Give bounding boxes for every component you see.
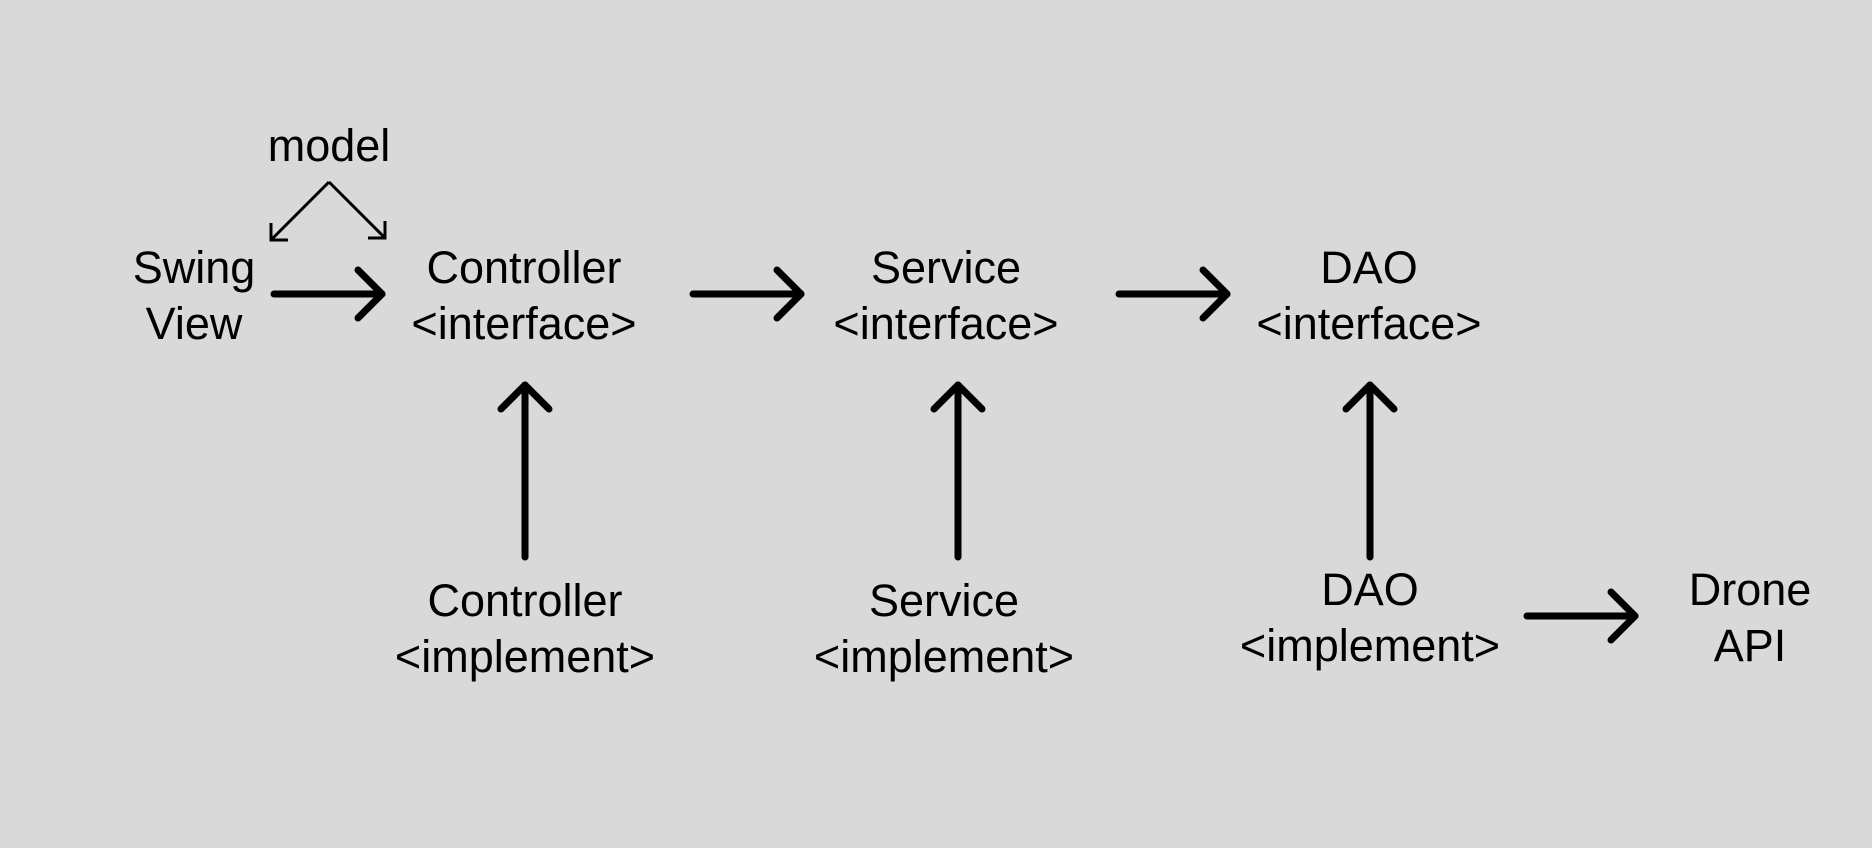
service-implement-label-line2: <implement> xyxy=(813,631,1075,682)
dao-implement-to-drone-api-arrow xyxy=(1523,588,1639,644)
service-interface-label-line2: <interface> xyxy=(833,298,1059,349)
dao-implement-to-interface-arrow xyxy=(1342,381,1398,561)
dao-interface-node: DAO <interface> xyxy=(1256,240,1481,352)
drone-api-node: Drone API xyxy=(1689,562,1812,674)
drone-api-label-line2: API xyxy=(1713,620,1787,671)
dao-implement-label-line1: DAO xyxy=(1321,564,1419,615)
swing-view-label-line2: View xyxy=(145,298,243,349)
arrow-head xyxy=(354,266,386,322)
swing-view-to-controller-arrow xyxy=(270,266,386,322)
arrow-head xyxy=(1342,381,1398,413)
arrow-head xyxy=(930,381,986,413)
dao-interface-label-line2: <interface> xyxy=(1256,298,1482,349)
service-implement-label-line1: Service xyxy=(868,575,1020,626)
service-to-dao-arrow xyxy=(1115,266,1231,322)
swing-view-label-line1: Swing xyxy=(132,242,256,293)
controller-implement-label-line1: Controller xyxy=(427,575,623,626)
controller-interface-label-line1: Controller xyxy=(426,242,622,293)
model-to-controller-arrowhead xyxy=(368,221,387,240)
model-label: model xyxy=(267,120,391,171)
dao-implement-label-line2: <implement> xyxy=(1239,620,1501,671)
controller-implement-to-interface-arrow xyxy=(497,381,553,561)
drone-api-label-line1: Drone xyxy=(1688,564,1812,615)
controller-implement-label-line2: <implement> xyxy=(394,631,656,682)
service-interface-node: Service <interface> xyxy=(833,240,1058,352)
dao-implement-node: DAO <implement> xyxy=(1240,562,1500,674)
controller-implement-node: Controller <implement> xyxy=(395,573,655,685)
model-node: model xyxy=(268,118,391,174)
swing-view-node: Swing View xyxy=(133,240,256,352)
model-split-arrow xyxy=(269,180,387,242)
controller-interface-node: Controller <interface> xyxy=(411,240,636,352)
arrow-head xyxy=(773,266,805,322)
arrow-head xyxy=(1199,266,1231,322)
model-to-swing-view-arrowhead xyxy=(269,223,288,242)
model-to-controller-line xyxy=(327,180,387,240)
controller-to-service-arrow xyxy=(689,266,805,322)
arrow-head xyxy=(1607,588,1639,644)
service-implement-to-interface-arrow xyxy=(930,381,986,561)
service-implement-node: Service <implement> xyxy=(814,573,1074,685)
arrow-head xyxy=(497,381,553,413)
model-to-swing-view-line xyxy=(269,180,331,242)
dao-interface-label-line1: DAO xyxy=(1320,242,1418,293)
controller-interface-label-line2: <interface> xyxy=(411,298,637,349)
service-interface-label-line1: Service xyxy=(870,242,1022,293)
